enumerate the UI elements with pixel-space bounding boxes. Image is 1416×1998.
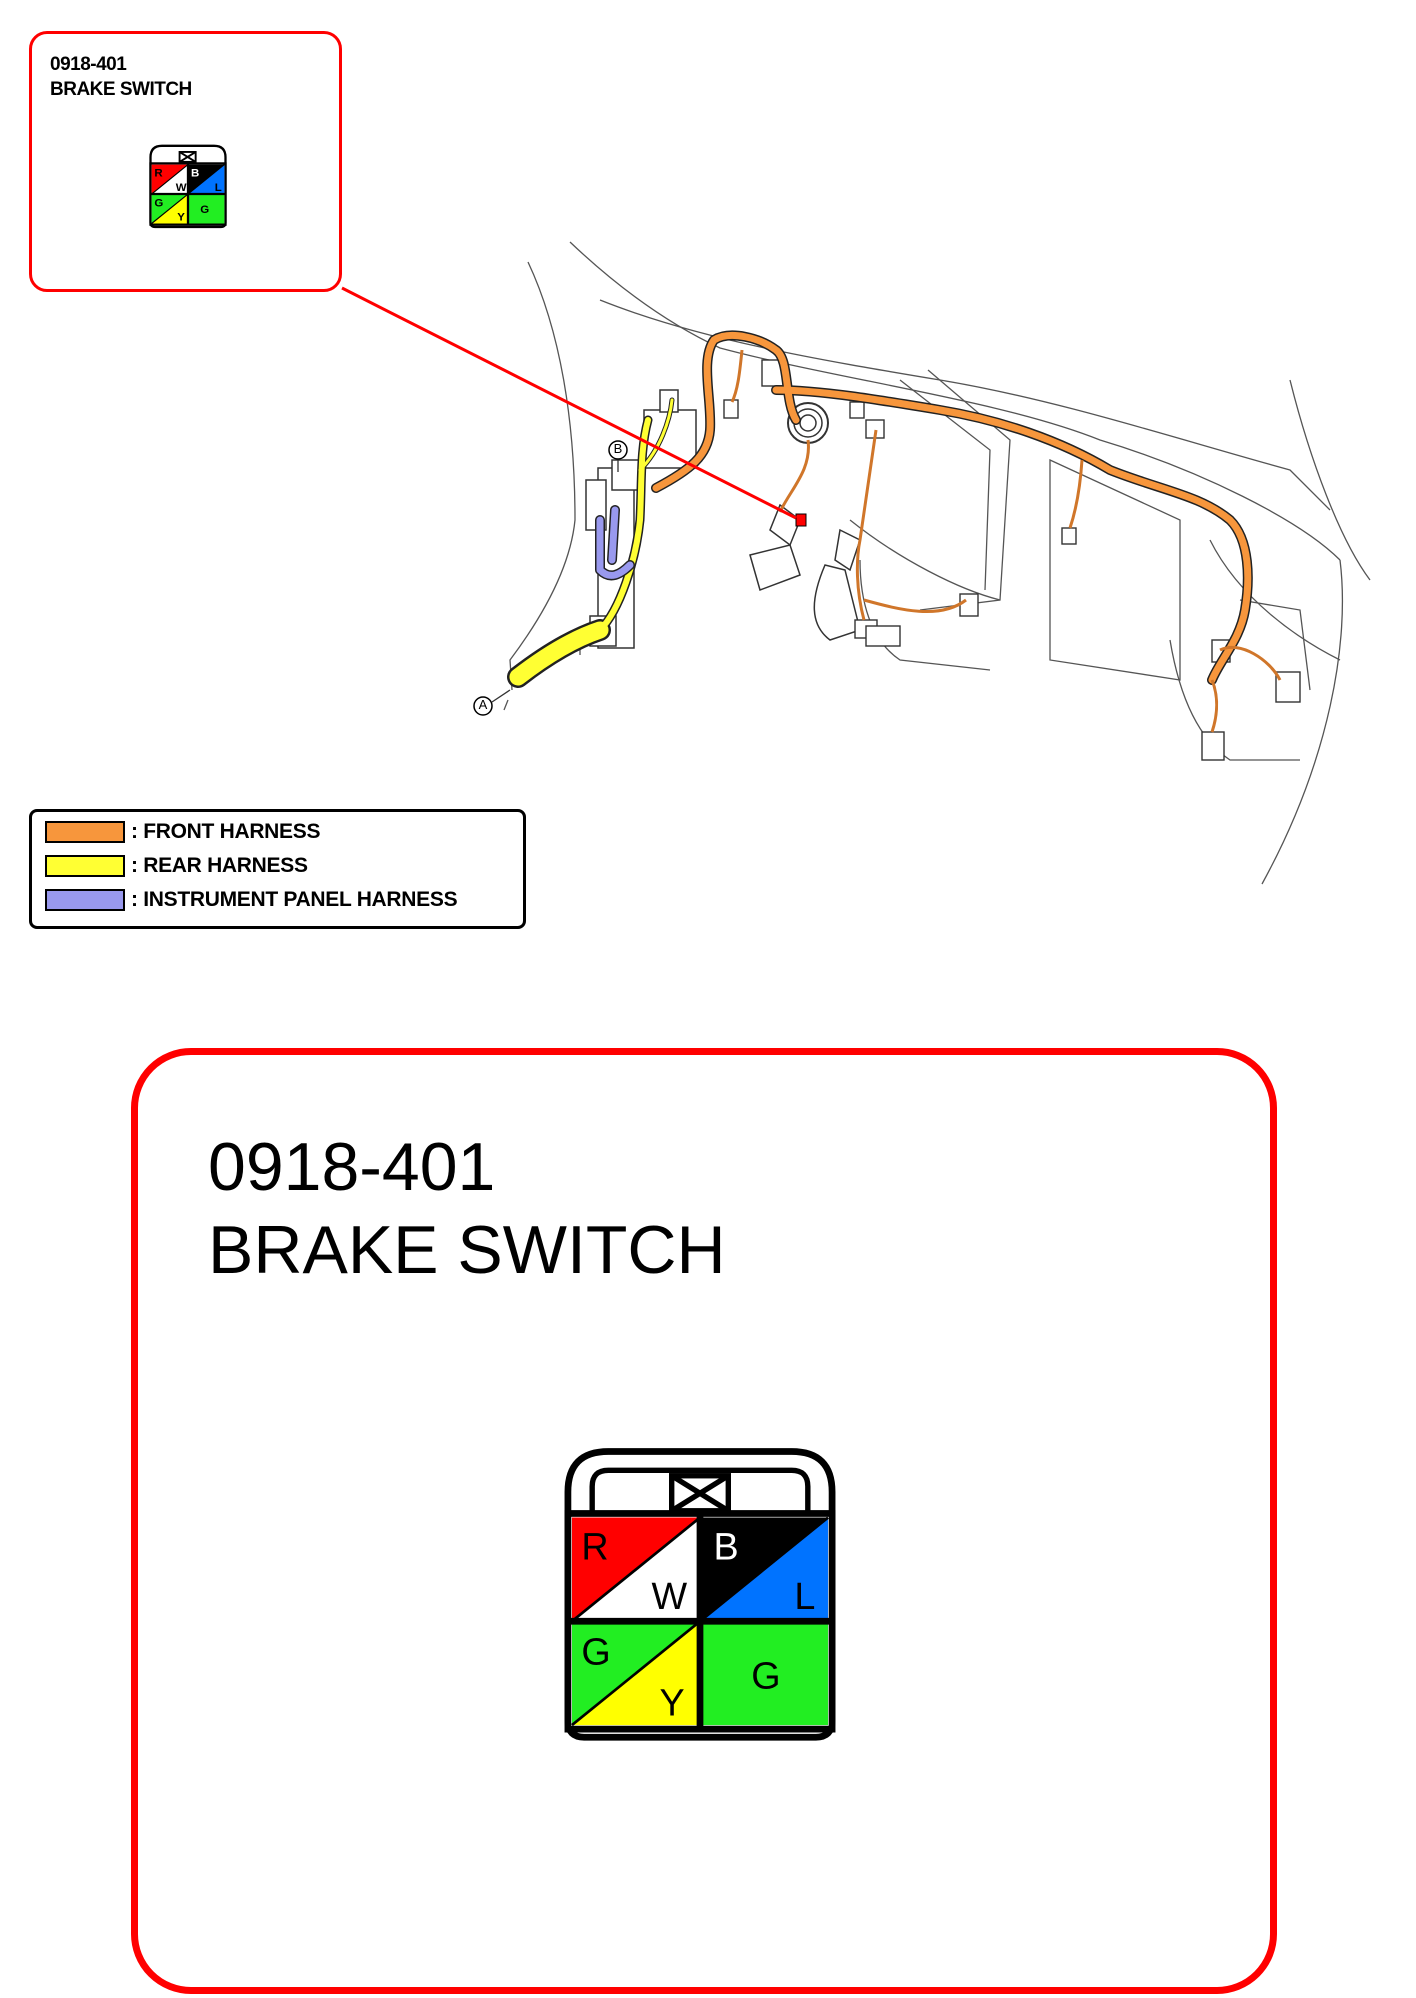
pin-color-g-left: G [581,1630,610,1672]
connector-name-small: BRAKE SWITCH [50,79,192,100]
front-harness-outline [651,330,1253,685]
connector-callout-large: 0918-401 BRAKE SWITCH R W B L G Y G [131,1048,1277,1994]
pin-color-y: Y [660,1682,685,1724]
connector-code-small: 0918-401 [50,54,127,75]
svg-text:L: L [215,182,222,194]
legend-item-front-harness: : FRONT HARNESS [45,818,320,846]
harness-legend: : FRONT HARNESS : REAR HARNESS : INSTRUM… [29,809,526,929]
pin-color-b: B [713,1525,738,1567]
marker-a [473,689,511,716]
front-harness-wire [652,331,1252,684]
marker-b-label: B [613,441,623,456]
harness-routing-diagram [341,241,1371,885]
svg-text:Y: Y [177,211,185,223]
svg-text:B: B [191,167,199,179]
legend-label: : INSTRUMENT PANEL HARNESS [131,888,458,911]
ip-harness-wire [596,506,634,579]
pin-color-w: W [651,1575,687,1617]
legend-item-ip-harness: : INSTRUMENT PANEL HARNESS [45,886,458,914]
rear-harness-wire [509,398,674,686]
ip-harness-swatch [45,889,125,911]
marker-a-label: A [478,697,488,712]
connector-face-icon-large: R W B L G Y G [564,1448,836,1741]
brake-pedal-assembly [749,503,861,641]
callout-leader-line [341,286,797,520]
legend-item-rear-harness: : REAR HARNESS [45,852,308,880]
pin-color-g-right: G [751,1655,780,1697]
svg-text:R: R [154,167,163,179]
svg-text:G: G [154,197,163,209]
front-harness-swatch [45,821,125,843]
connector-face-icon-small: R W B L G Y G [149,144,227,229]
svg-text:W: W [176,182,187,194]
legend-label: : REAR HARNESS [131,854,308,877]
connector-callout-small[interactable]: 0918-401 BRAKE SWITCH R W B L G Y G [29,31,342,292]
dashboard-outline [503,241,1371,885]
connector-name-large: BRAKE SWITCH [208,1212,726,1288]
pin-color-l: L [794,1575,815,1617]
pin-color-r: R [581,1525,608,1567]
rear-harness-swatch [45,855,125,877]
connector-code-large: 0918-401 [208,1129,496,1205]
brake-switch-connector-highlight[interactable] [795,513,807,527]
marker-b [608,440,628,472]
svg-text:G: G [200,204,209,216]
front-harness-branches [730,349,1282,733]
legend-label: : FRONT HARNESS [131,820,321,843]
